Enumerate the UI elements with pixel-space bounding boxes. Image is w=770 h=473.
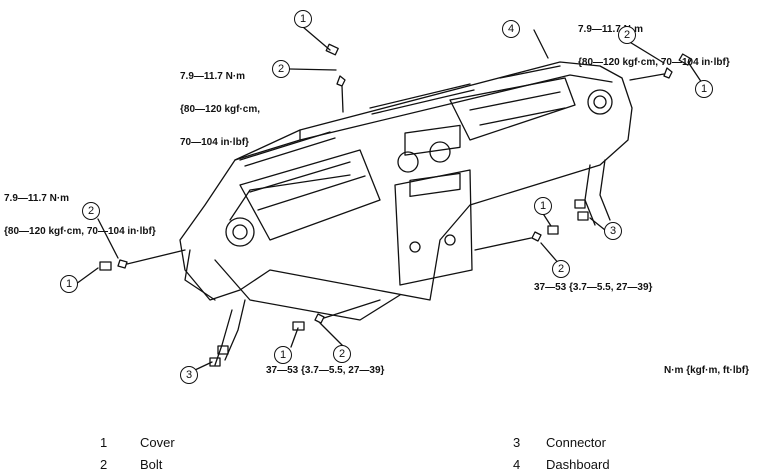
- unit-note: N·m {kgf·m, ft·lbf}: [664, 365, 749, 376]
- dashboard-outline: [179, 61, 633, 301]
- connector: [217, 345, 229, 355]
- bolt: [117, 249, 186, 269]
- callout-bolt: 2: [272, 60, 290, 78]
- leader-line: [75, 26, 703, 371]
- wiring-harness-right: [584, 159, 611, 226]
- dashboard-top-surface: [234, 74, 613, 161]
- wiring-harness-left: [214, 299, 246, 366]
- torque-spec-left: 7.9—11.7 N·m {80—120 kgf·cm, 70—104 in·l…: [4, 193, 156, 237]
- callout-bolt: 2: [618, 26, 636, 44]
- callout-bolt: 2: [82, 202, 100, 220]
- callout-cover: 1: [274, 346, 292, 364]
- callout-connector: 3: [604, 222, 622, 240]
- cover: [678, 53, 692, 66]
- callout-bolt: 2: [552, 260, 570, 278]
- callout-cover: 1: [60, 275, 78, 293]
- cover: [547, 225, 559, 235]
- center-vent-left: [397, 151, 419, 173]
- audio-unit: [404, 124, 461, 156]
- lower-panel: [214, 259, 401, 321]
- connector: [577, 211, 589, 221]
- torque-spec-bottom-center: 37—53 {3.7—5.5, 27—39}: [266, 365, 385, 376]
- connector: [209, 357, 221, 367]
- callout-dashboard: 4: [502, 20, 520, 38]
- bolt: [336, 75, 346, 113]
- callout-cover: 1: [534, 197, 552, 215]
- cover: [325, 43, 339, 56]
- bolt: [314, 299, 381, 324]
- callout-bolt: 2: [333, 345, 351, 363]
- torque-spec-top-right: 7.9—11.7 N·m {80—120 kgf·cm, 70—104 in·l…: [578, 24, 730, 68]
- right-air-vent: [587, 89, 613, 115]
- torque-spec-right-mid: 37—53 {3.7—5.5, 27—39}: [534, 282, 653, 293]
- callout-cover: 1: [695, 80, 713, 98]
- cover: [99, 261, 112, 271]
- bolt: [474, 231, 542, 251]
- callout-connector: 3: [180, 366, 198, 384]
- left-air-vent: [225, 217, 255, 247]
- instrument-cluster-opening: [239, 149, 381, 241]
- cover: [292, 321, 305, 331]
- connector: [574, 199, 586, 209]
- defroster-vent: [239, 65, 561, 167]
- center-vent-right: [429, 141, 451, 163]
- callout-cover: 1: [294, 10, 312, 28]
- torque-spec-top-center: 7.9—11.7 N·m {80—120 kgf·cm, 70—104 in·l…: [180, 71, 261, 148]
- bolt: [629, 67, 673, 81]
- climate-control: [409, 172, 461, 198]
- passenger-opening: [449, 77, 576, 141]
